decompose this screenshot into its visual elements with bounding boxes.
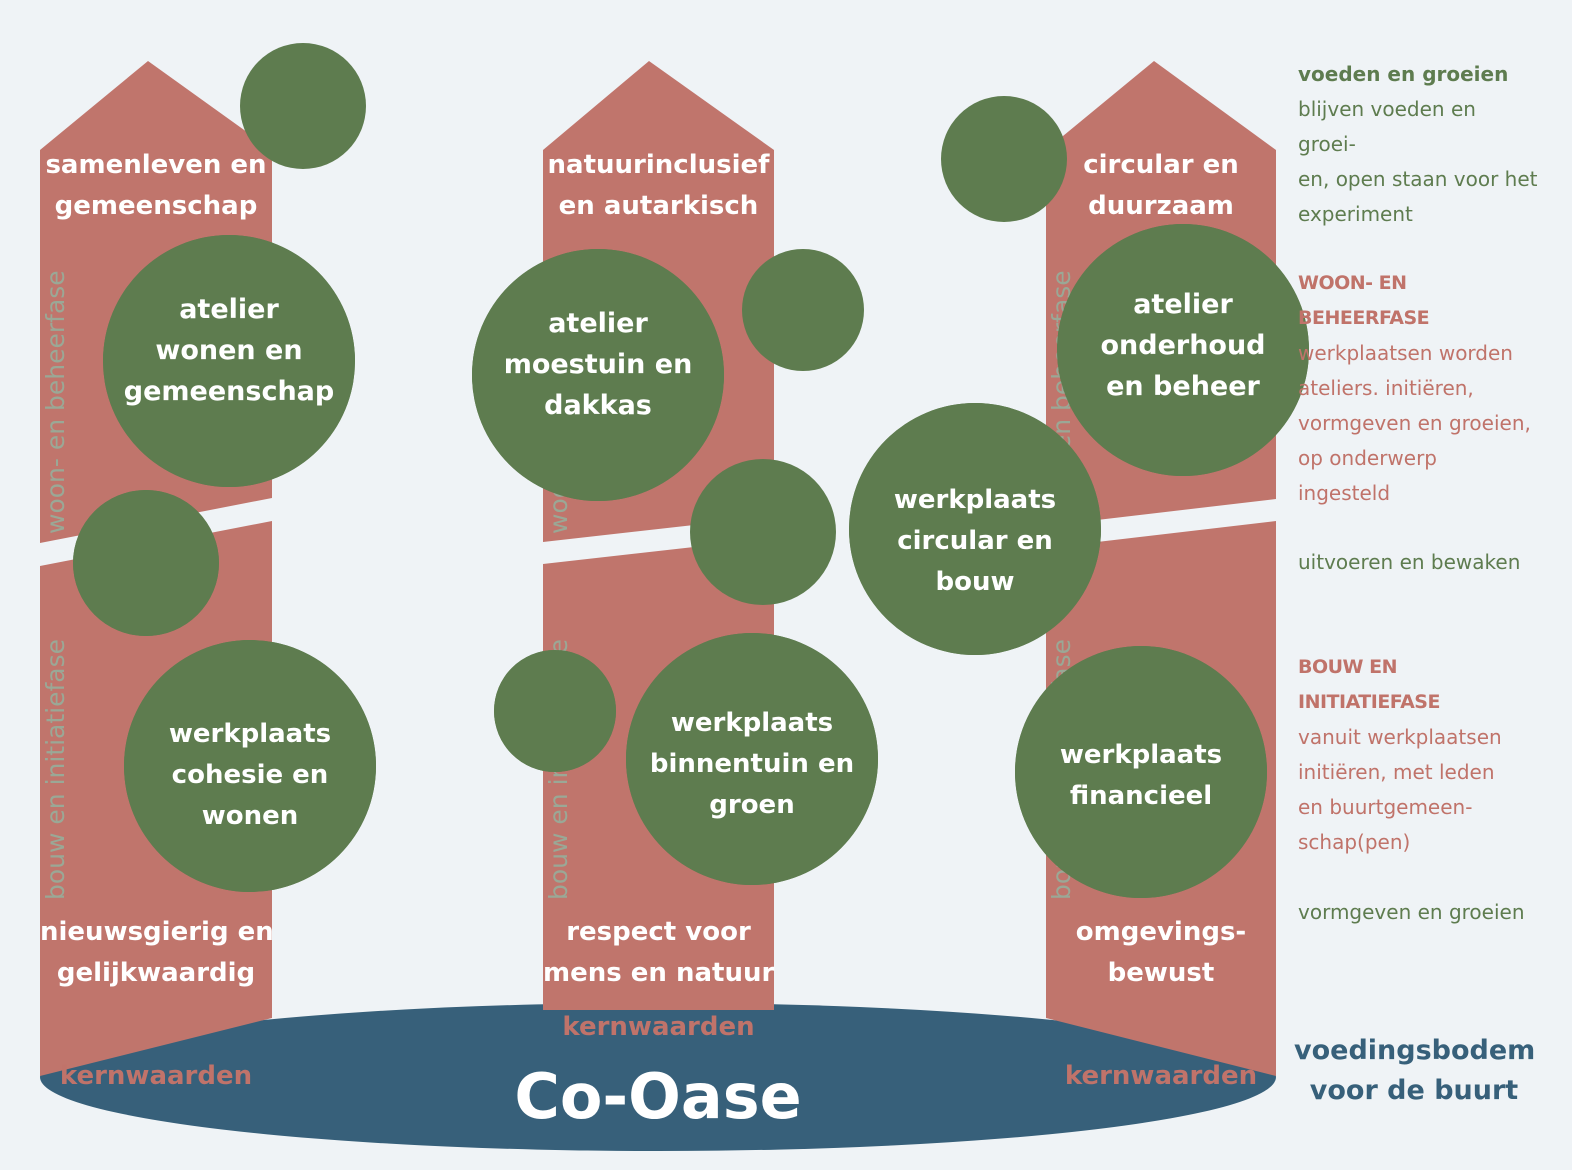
decor-circle xyxy=(240,43,366,169)
sidebar-grow: voeden en groeien blijven voeden en groe… xyxy=(1298,57,1538,232)
decor-circle xyxy=(941,96,1067,222)
decor-circle xyxy=(73,490,219,636)
sidebar-woon: WOON- EN BEHEERFASE werkplaatsen worden … xyxy=(1298,266,1538,511)
atelier-circle xyxy=(103,235,355,487)
pillar-3-value: omgevings-bewust xyxy=(1075,917,1247,988)
sidebar-bouw-text: vanuit werkplaatsen initiëren, met leden… xyxy=(1298,725,1502,854)
base-kernwaarden-left: kernwaarden xyxy=(59,1061,253,1091)
sidebar-uitvoeren: uitvoeren en bewaken xyxy=(1298,550,1521,574)
werkplaats-circle xyxy=(124,640,376,892)
sidebar-woon-text: werkplaatsen worden ateliers. initiëren,… xyxy=(1298,341,1531,505)
werkplaats-circle xyxy=(1015,646,1267,898)
base-kernwaarden-right: kernwaarden xyxy=(1064,1061,1258,1091)
sidebar-bouw: BOUW EN INITIATIEFASE vanuit werkplaatse… xyxy=(1298,650,1538,860)
sidebar-vormgeven: vormgeven en groeien xyxy=(1298,900,1525,924)
atelier-circle xyxy=(472,249,724,501)
base-kernwaarden-center: kernwaarden xyxy=(562,1012,755,1042)
decor-circle xyxy=(494,650,616,772)
brand-title: Co-Oase xyxy=(514,1060,802,1133)
atelier-circle xyxy=(1057,224,1309,476)
werkplaats-circle xyxy=(626,633,878,885)
sidebar-grow-head: voeden en groeien xyxy=(1298,62,1509,86)
sidebar-bouw-head: BOUW EN INITIATIEFASE xyxy=(1298,656,1440,713)
decor-circle xyxy=(742,249,864,371)
base-ellipse xyxy=(40,1003,1276,1151)
werkplaats-circle xyxy=(849,403,1101,655)
decor-circle xyxy=(690,459,836,605)
sidebar-grow-text: blijven voeden en groei- en, open staan … xyxy=(1298,97,1538,226)
sidebar-voedingsbodem: voedingsbodem voor de buurt xyxy=(1294,1035,1536,1106)
sidebar-woon-head: WOON- EN BEHEERFASE xyxy=(1298,272,1430,329)
